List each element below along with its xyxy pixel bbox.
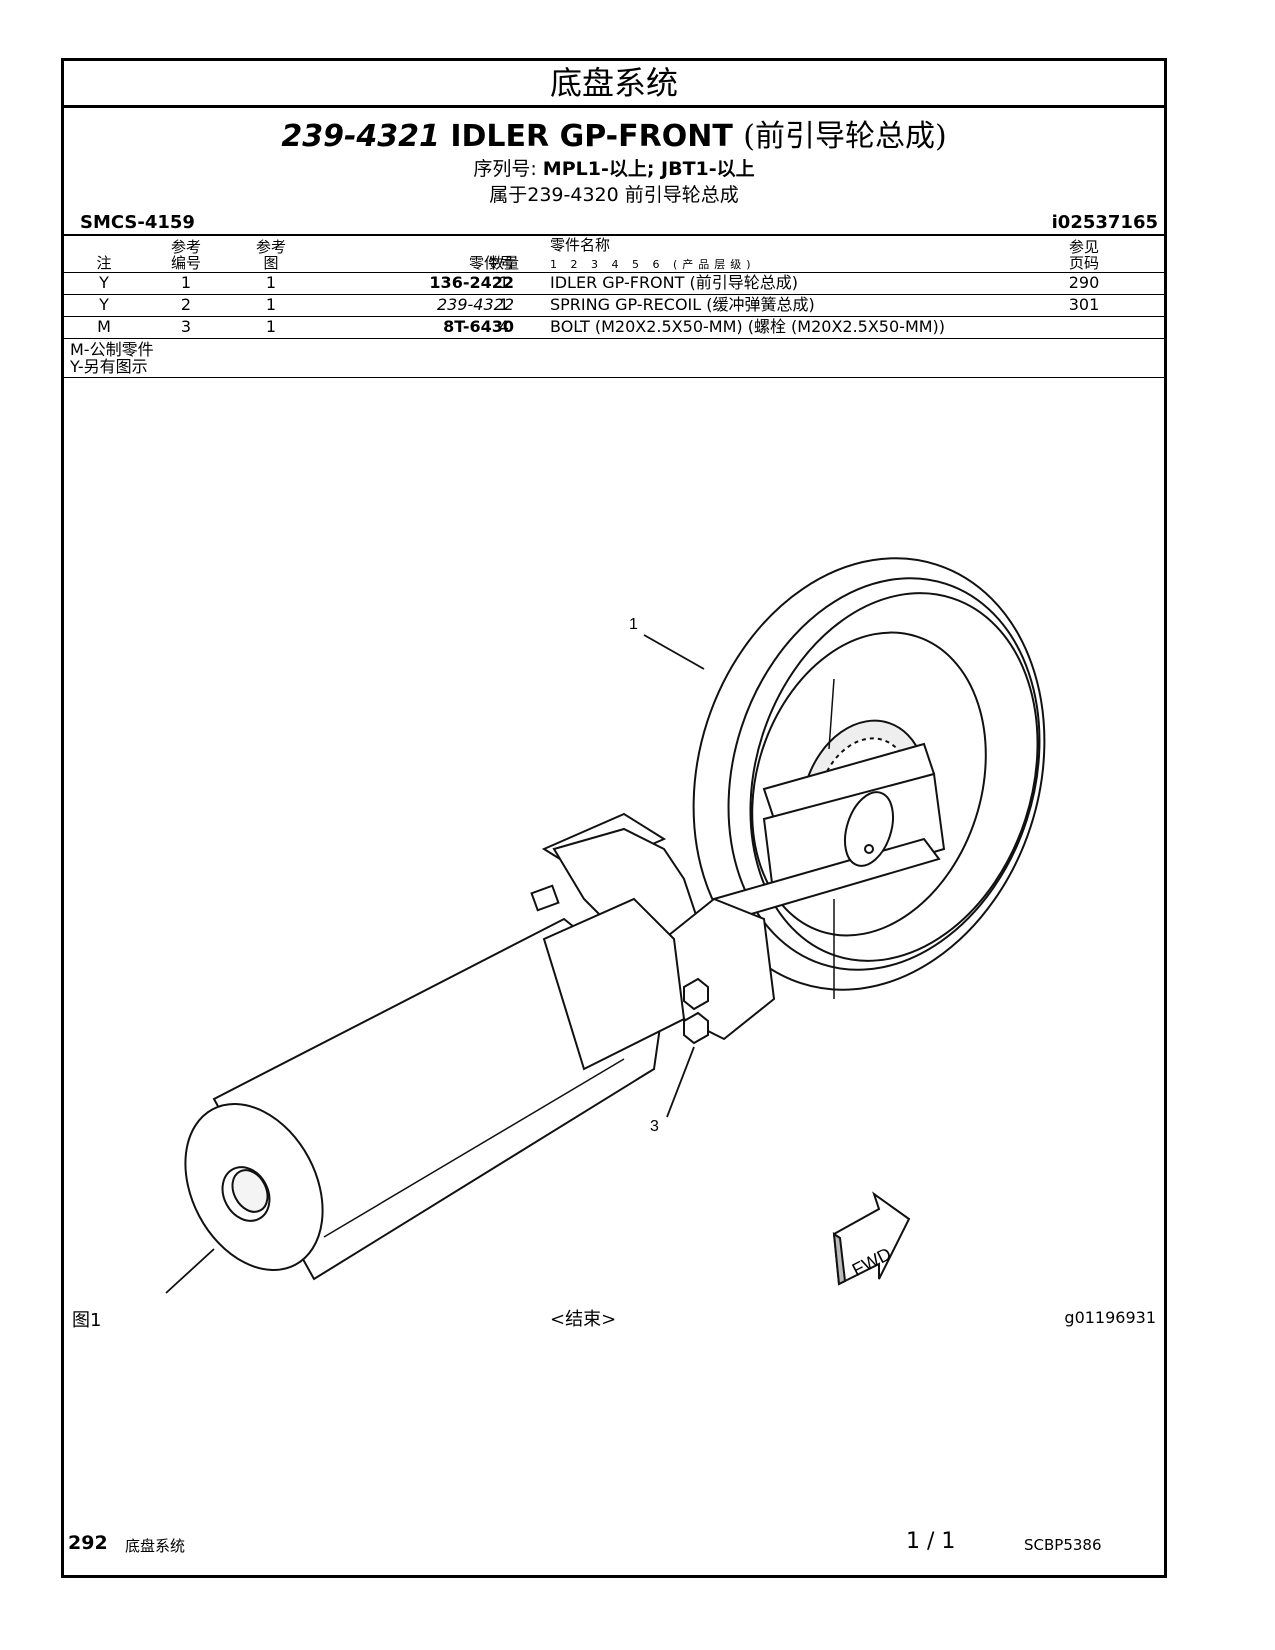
row2-page: 301 bbox=[1068, 295, 1100, 314]
row3-part-name: BOLT (M20X2.5X50-MM) (螺栓 (M20X2.5X50-MM)… bbox=[550, 317, 946, 336]
smcs-code: SMCS-4159 bbox=[80, 212, 195, 233]
part-name-cn: (前引导轮总成) bbox=[743, 119, 947, 154]
serial-values: MPL1-以上; JBT1-以上 bbox=[542, 158, 755, 180]
part-name: IDLER GP-FRONT bbox=[450, 119, 733, 154]
row2-qty: 1 bbox=[498, 295, 510, 314]
footer-sheet: 1 / 1 bbox=[906, 1529, 956, 1554]
header-qty: 数量 bbox=[488, 254, 519, 272]
idler-group-drawing: 1 2 3 FWD bbox=[165, 557, 1046, 1294]
header-part-no: 零件号 bbox=[468, 254, 514, 272]
graphic-id: g01196931 bbox=[1064, 1308, 1156, 1327]
serial-label: 序列号: bbox=[473, 158, 537, 180]
header-part-name: 零件名称 bbox=[550, 236, 611, 254]
header-rule bbox=[64, 272, 1164, 273]
row3-rule bbox=[64, 338, 1164, 339]
illustration-id: i02537165 bbox=[1051, 212, 1158, 233]
belongs-to: 属于239-4320 前引导轮总成 bbox=[489, 184, 739, 206]
row3-fig: 1 bbox=[265, 317, 277, 336]
row1-qty: 1 bbox=[498, 273, 510, 292]
row1-ref: 1 bbox=[180, 273, 192, 292]
end-label: <结束> bbox=[550, 1309, 617, 1330]
part-number: 239-4321 bbox=[281, 119, 440, 154]
header-ref-no: 参考 编号 bbox=[170, 238, 201, 272]
row2-part-name: SPRING GP-RECOIL (缓冲弹簧总成) bbox=[550, 295, 815, 314]
row2-fig: 1 bbox=[265, 295, 277, 314]
row1-page: 290 bbox=[1068, 273, 1100, 292]
row3-ref: 3 bbox=[180, 317, 192, 336]
legend-metric: M-公制零件 bbox=[70, 340, 154, 359]
idler-frame bbox=[541, 742, 946, 921]
footer-page-number: 292 bbox=[68, 1532, 108, 1554]
row1-part-number: 136-2422 bbox=[429, 273, 514, 292]
recoil-spring-cylinder bbox=[184, 897, 686, 1281]
bolts bbox=[683, 977, 709, 1045]
row2-note: Y bbox=[99, 295, 109, 314]
row1-rule bbox=[64, 294, 1164, 295]
footer-doc-id: SCBP5386 bbox=[1024, 1536, 1102, 1554]
row3-qty: 4 bbox=[498, 317, 510, 336]
part-title: 239-4321 IDLER GP-FRONT (前引导轮总成) bbox=[64, 119, 1164, 155]
footer-section: 底盘系统 bbox=[125, 1537, 186, 1555]
row2-rule bbox=[64, 316, 1164, 317]
header-levels: 1 2 3 4 5 6 (产品层级) bbox=[550, 258, 756, 271]
row2-part-number: 239-4322 bbox=[436, 295, 514, 314]
section-title: 底盘系统 bbox=[64, 61, 1164, 108]
page-frame: 底盘系统 239-4321 IDLER GP-FRONT (前引导轮总成) 序列… bbox=[61, 58, 1167, 1578]
row2-ref: 2 bbox=[180, 295, 192, 314]
row3-note: M bbox=[97, 317, 111, 336]
header-ref-fig: 参考 图 bbox=[255, 238, 286, 272]
row3-part-number: 8T-6430 bbox=[443, 317, 514, 336]
callout-3: 3 bbox=[650, 1118, 659, 1135]
legend-rule bbox=[64, 377, 1164, 378]
header-see-page: 参见 页码 bbox=[1068, 238, 1099, 272]
figure-label: 图1 bbox=[72, 1310, 102, 1331]
callout-1: 1 bbox=[629, 616, 638, 633]
serial-line: 序列号: MPL1-以上; JBT1-以上 bbox=[64, 157, 1164, 181]
fwd-arrow bbox=[832, 1191, 911, 1286]
row1-fig: 1 bbox=[265, 273, 277, 292]
row1-part-name: IDLER GP-FRONT (前引导轮总成) bbox=[550, 273, 798, 292]
table-top-rule bbox=[64, 234, 1164, 236]
legend-illustrated: Y-另有图示 bbox=[70, 357, 148, 376]
row1-note: Y bbox=[99, 273, 109, 292]
callout-leaders bbox=[165, 634, 705, 1294]
header-note: 注 bbox=[96, 254, 112, 272]
